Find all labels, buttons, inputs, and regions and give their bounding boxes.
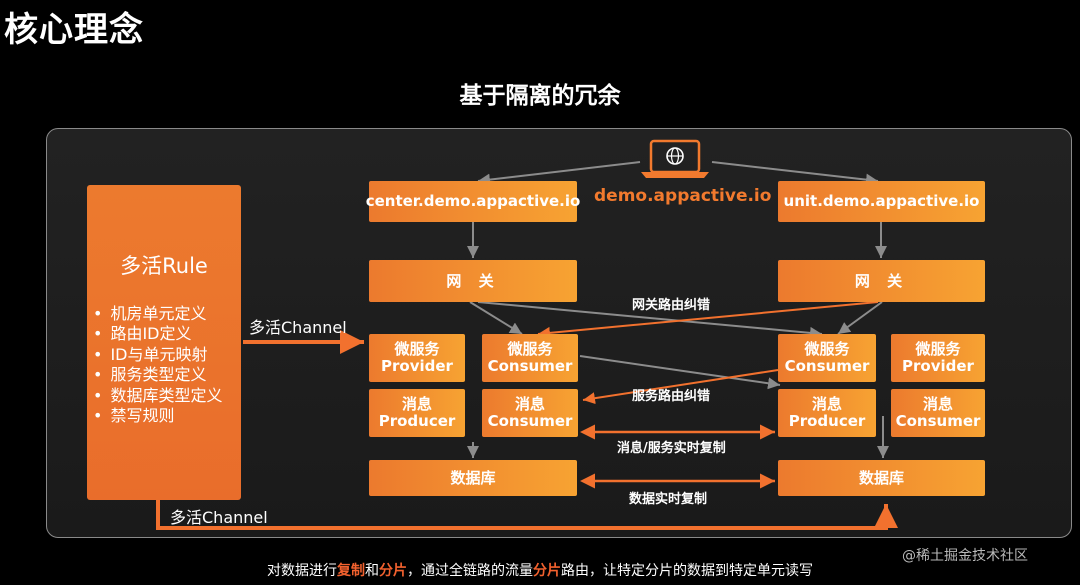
channel-top-label: 多活Channel [249, 318, 347, 337]
rule-item: 机房单元定义 [93, 304, 241, 325]
unit-mq-consumer-line2: Consumer [895, 412, 981, 430]
center-mq-consumer-box: 消息 Consumer [482, 389, 578, 437]
center-producer-line2: Producer [378, 412, 456, 430]
center-provider-box: 微服务 Provider [369, 334, 465, 382]
unit-domain-label: unit.demo.appactive.io [783, 192, 980, 211]
footer-caption: 对数据进行复制和分片，通过全链路的流量分片路由，让特定分片的数据到特定单元读写 [0, 560, 1080, 580]
unit-gw-to-unit-consumer-line [837, 301, 883, 335]
diagram-subtitle: 基于隔离的冗余 [459, 83, 621, 109]
unit-mq-consumer-line1: 消息 [922, 395, 953, 414]
rule-list: 机房单元定义 路由ID定义 ID与单元映射 服务类型定义 数据库类型定义 禁写规… [93, 304, 241, 427]
laptop-to-center-line [477, 161, 641, 186]
unit-producer-line1: 消息 [811, 395, 842, 414]
rule-item: 禁写规则 [93, 406, 241, 427]
laptop-to-unit-line [711, 161, 879, 186]
channel-bottom-label: 多活Channel [170, 508, 268, 527]
service-routing-label: 服务路由纠错 [632, 389, 711, 404]
unit-consumer-box: 微服务 Consumer [778, 334, 876, 382]
watermark: @稀土掘金技术社区 [902, 548, 1028, 564]
center-gateway-label: 网 关 [446, 271, 500, 290]
footer-highlight: 复制 [337, 563, 365, 579]
active-active-rule-box: 多活Rule 机房单元定义 路由ID定义 ID与单元映射 服务类型定义 数据库类… [87, 185, 241, 500]
gateway-routing-label: 网关路由纠错 [632, 298, 711, 313]
laptop-icon [641, 139, 709, 178]
footer-part: 对数据进行 [267, 563, 337, 579]
center-mq-consumer-line1: 消息 [514, 395, 545, 414]
channel-bottom-arrow [156, 500, 898, 530]
footer-part: ，通过全链路的流量 [407, 563, 533, 579]
center-domain-box: center.demo.appactive.io [366, 181, 580, 222]
rule-item: ID与单元映射 [93, 345, 241, 366]
main-domain-label: demo.appactive.io [594, 186, 772, 206]
unit-provider-line1: 微服务 [915, 340, 961, 359]
center-provider-line2: Provider [381, 357, 453, 375]
unit-database-box: 数据库 [778, 460, 985, 496]
center-mq-consumer-line2: Consumer [487, 412, 573, 430]
unit-database-label: 数据库 [858, 468, 904, 487]
unit-consumer-line2: Consumer [784, 357, 870, 375]
center-consumer-line1: 微服务 [507, 340, 553, 359]
unit-provider-box: 微服务 Provider [891, 334, 985, 382]
center-consumer-to-unit-producer-line [579, 355, 781, 390]
center-gw-to-center-consumer-line [469, 301, 523, 335]
unit-consumer-line1: 微服务 [804, 340, 850, 359]
unit-consumer-to-center-consumer-line [582, 369, 779, 405]
rule-item: 服务类型定义 [93, 365, 241, 386]
unit-gateway-box: 网 关 [778, 260, 985, 302]
unit-gateway-label: 网 关 [854, 271, 909, 290]
unit-mq-consumer-box: 消息 Consumer [891, 389, 985, 437]
center-gateway-box: 网 关 [369, 260, 577, 302]
center-producer-line1: 消息 [401, 395, 432, 414]
center-consumer-box: 微服务 Consumer [482, 334, 578, 382]
rule-title: 多活Rule [120, 254, 208, 278]
center-consumer-line2: Consumer [487, 357, 573, 375]
center-database-label: 数据库 [450, 468, 496, 487]
center-domain-label: center.demo.appactive.io [365, 192, 581, 211]
center-gw-to-unit-consumer-line [477, 301, 823, 339]
unit-producer-line2: Producer [788, 412, 866, 430]
mq-replication-label: 消息/服务实时复制 [617, 441, 726, 456]
rule-item: 数据库类型定义 [93, 386, 241, 407]
page-title: 核心理念 [4, 10, 144, 50]
unit-provider-line2: Provider [902, 357, 974, 375]
center-database-box: 数据库 [369, 460, 577, 496]
footer-part: 路由，让特定分片的数据到特定单元读写 [561, 563, 813, 579]
center-producer-box: 消息 Producer [369, 389, 465, 437]
footer-highlight: 分片 [533, 563, 561, 579]
center-provider-line1: 微服务 [394, 340, 440, 359]
unit-domain-box: unit.demo.appactive.io [778, 181, 985, 222]
unit-gw-to-center-consumer-line [537, 301, 879, 339]
db-replication-label: 数据实时复制 [629, 492, 708, 507]
unit-producer-box: 消息 Producer [778, 389, 876, 437]
footer-highlight: 分片 [379, 563, 407, 579]
rule-item: 路由ID定义 [93, 324, 241, 345]
footer-part: 和 [365, 563, 379, 579]
